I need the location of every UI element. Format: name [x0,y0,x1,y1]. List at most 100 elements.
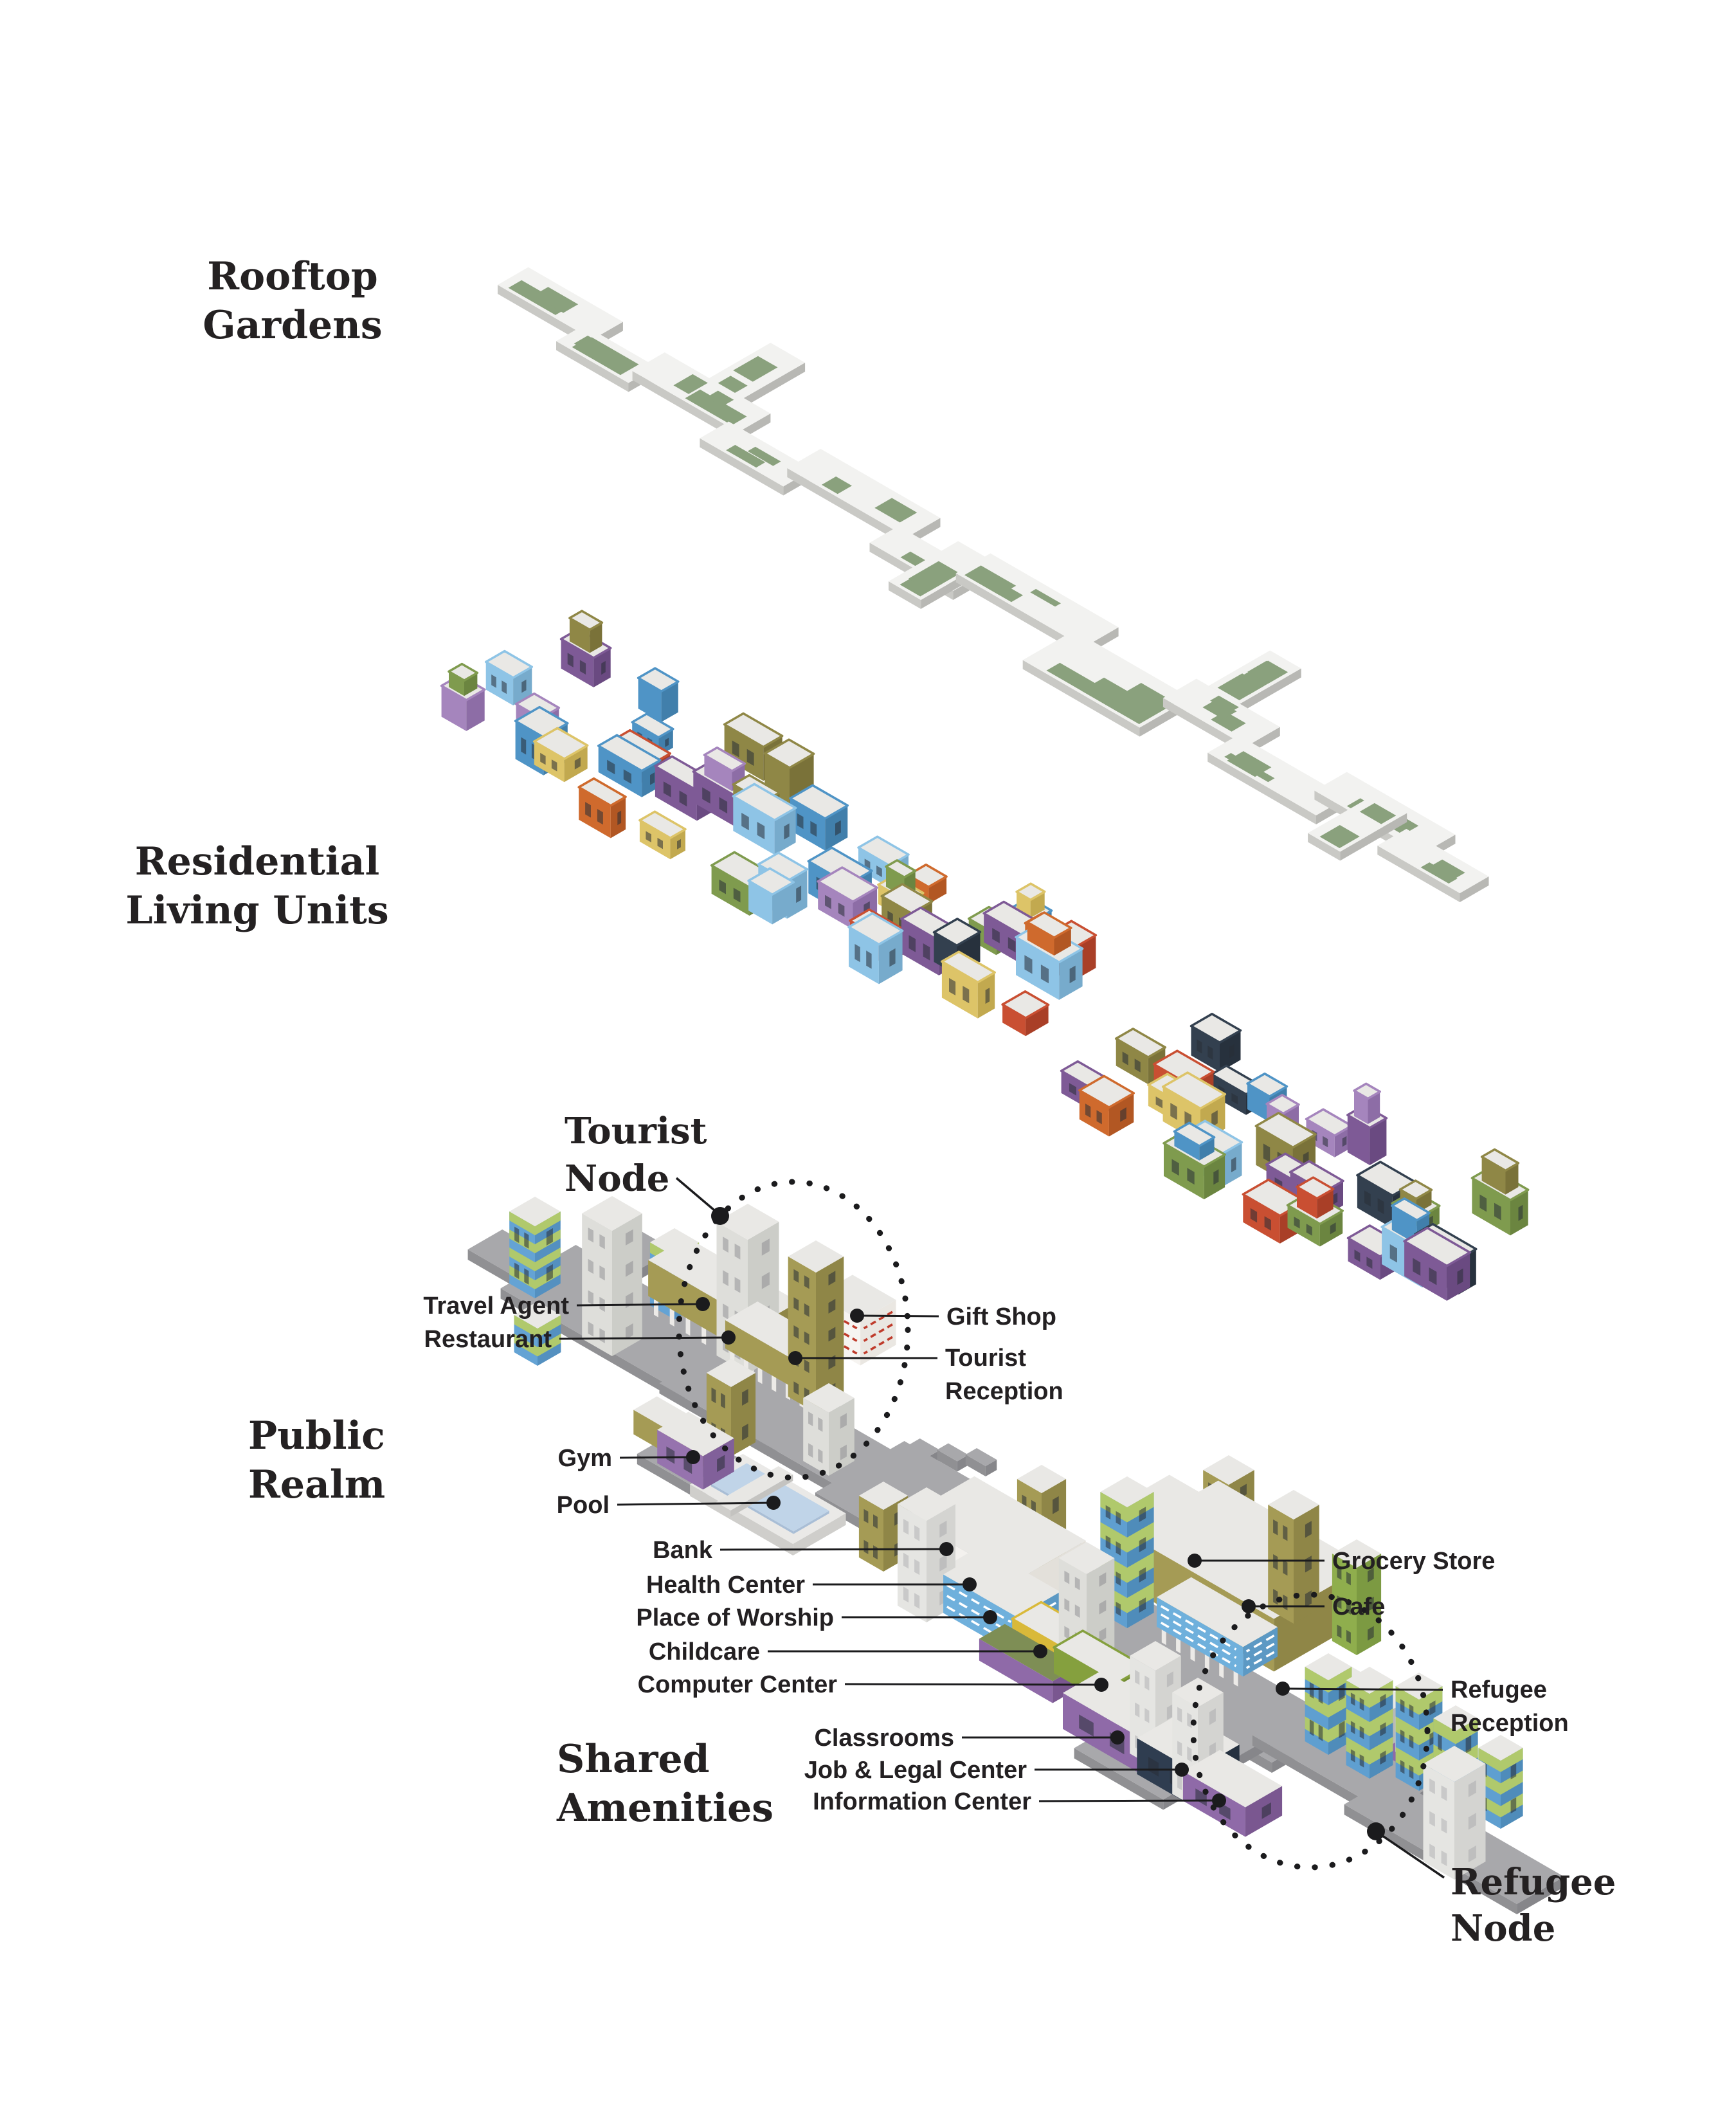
garden-patch [821,476,852,494]
band [1370,1680,1393,1708]
garden-plate-edge [889,581,921,609]
window [1368,1597,1374,1612]
window [1330,1222,1336,1235]
garden-patch [533,287,579,313]
window [1368,1626,1374,1641]
tower-face [731,1373,756,1456]
window [1359,1754,1364,1768]
residential-unit-face [1472,1178,1510,1236]
residential-unit-face [901,919,939,975]
tower-roof [898,1487,955,1521]
window [597,809,603,825]
tower-roof [1017,1465,1067,1493]
residential-unit-face [733,796,775,855]
window [1099,1572,1107,1587]
residential-unit-face [818,881,853,930]
window [1231,1093,1238,1105]
callout-line-gym [619,1456,694,1459]
tower-roof [1100,1476,1154,1507]
callout-line-travel-agent [576,1303,703,1307]
band [1370,1709,1393,1736]
band [1370,1737,1393,1764]
window [588,1228,593,1243]
garden-plate-edge [787,468,907,547]
pool-deck-edge [793,1513,846,1555]
residential-unit-upper-face [1505,1163,1519,1195]
residential-unit-roof [1189,1013,1242,1044]
window [1305,1521,1312,1538]
window [1139,1537,1146,1552]
pool-deck-edge [690,1484,793,1555]
window [733,887,741,903]
window [818,1417,823,1432]
window [579,660,586,675]
window [1250,1208,1258,1223]
window [585,802,591,818]
garden-patch [874,498,918,523]
callout-dot-cafe [1242,1599,1256,1613]
label-shared-amenities-line1: Shared [557,1737,710,1782]
garden-plate-edge [556,341,629,392]
residential-unit-roof [1254,1112,1317,1149]
facade-script [946,1584,1012,1623]
garden-patch [1420,862,1458,884]
window [1377,1198,1384,1215]
label-tourist-node-line1: Tourist [565,1110,707,1152]
facade-script [1245,1642,1275,1661]
garden-patch [726,444,766,468]
callout-dot-travel-agent [696,1297,710,1311]
window [1105,1535,1111,1550]
residential-unit-roof [763,738,815,769]
window [1105,1505,1111,1519]
residential-unit-face [858,848,890,888]
residential-unit-face [466,689,485,731]
residential-unit-upper-face [1481,1157,1506,1195]
window [1074,1577,1080,1590]
building-place-of-worship-roof [943,1549,1060,1617]
window [679,790,687,807]
pool-water-edge [793,1510,829,1534]
callout-restaurant-label: Restaurant [424,1326,552,1353]
window [1261,1802,1271,1819]
window [1441,1818,1447,1834]
window [491,674,496,688]
window [1040,965,1049,984]
window [1064,1598,1070,1612]
window [574,757,581,770]
window [1368,1568,1374,1582]
window [1139,1597,1146,1613]
label-residential-line2: Living Units [125,888,388,933]
tower-roof [582,1196,642,1231]
residential-unit-upper-roof [1296,1176,1335,1200]
band [1433,1718,1456,1745]
window [1309,1719,1314,1736]
tower-refugee-roof [1478,1735,1523,1761]
residential-unit-face [1243,1194,1280,1244]
facade-script [1160,1613,1237,1659]
window [757,822,765,840]
tower-face [788,1256,816,1413]
window [1177,1707,1182,1723]
window [914,1525,920,1541]
residential-unit-face [724,724,764,781]
window [1409,1734,1414,1749]
residential-unit-face [1348,1238,1380,1280]
window [1518,1204,1523,1221]
window [1079,1714,1094,1737]
window [1099,1628,1107,1642]
window [626,1323,633,1340]
garden-patch [964,565,1017,595]
window [949,977,956,995]
residential-unit-face [1164,1143,1204,1200]
window [1359,1726,1364,1739]
window [588,1290,593,1305]
window [1465,1735,1472,1754]
window [1409,1764,1414,1779]
window [1171,1159,1179,1176]
facade-script [1160,1621,1237,1667]
window [646,831,651,842]
garden-patch [747,446,781,466]
window [992,928,1000,943]
band [1456,1718,1478,1745]
window [793,1381,799,1395]
